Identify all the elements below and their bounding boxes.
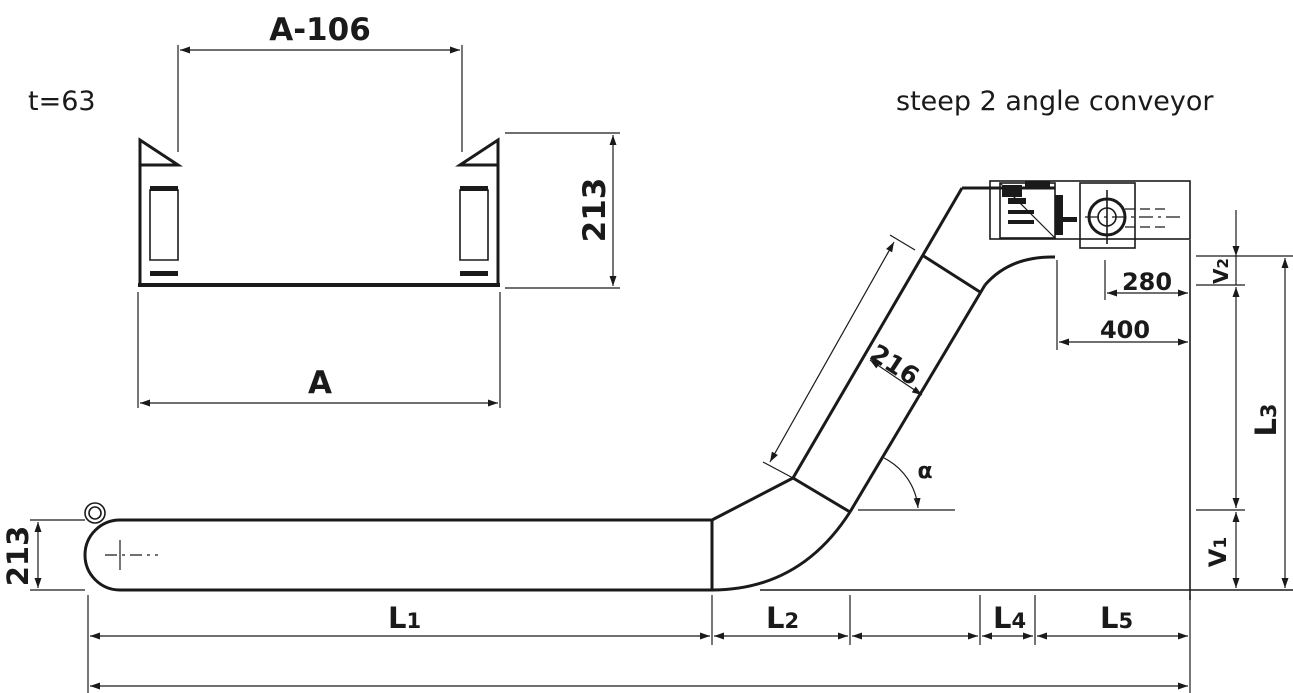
- section-left-slot: [149, 189, 179, 261]
- label-l1-main: L: [388, 601, 406, 635]
- label-l4-main: L: [993, 601, 1011, 635]
- label-alpha: α: [917, 459, 932, 484]
- side-dimensions: [30, 210, 1293, 693]
- tail-roller-outer: [84, 502, 106, 524]
- conveyor-side-view: [83, 180, 1293, 600]
- bend-joint: [792, 476, 851, 514]
- label-400: 400: [1100, 316, 1150, 344]
- incline-upper-edge: [791, 187, 964, 479]
- gearbox-diagonal: [999, 182, 1056, 239]
- gearbox-block-5: [1008, 220, 1034, 224]
- incline-joint: [921, 253, 981, 294]
- gearbox-block-7: [1055, 217, 1077, 222]
- drive-motor-box: [1079, 182, 1136, 249]
- label-v2-main: V: [1209, 268, 1233, 284]
- gearbox-block-2: [1025, 181, 1050, 189]
- label-l1: L1: [388, 601, 421, 635]
- section-left-flange-top: [150, 186, 178, 191]
- angle-arc: [883, 457, 921, 509]
- label-l5-sub: 5: [1118, 609, 1133, 633]
- label-v2: V2: [1209, 258, 1233, 284]
- label-l2-main: L: [766, 601, 784, 635]
- label-l1-sub: 1: [406, 609, 421, 633]
- label-v2-sub: 2: [1214, 258, 1232, 268]
- dim-incline-ext-top: [889, 234, 916, 251]
- drive-housing: [989, 180, 1191, 240]
- label-280: 280: [1122, 268, 1172, 296]
- label-t: t=63: [28, 86, 96, 117]
- tail-roller-inner: [88, 506, 102, 520]
- bend-upper-edge: [711, 476, 794, 522]
- gearbox-block-3: [1008, 198, 1026, 204]
- label-v1: V1: [1204, 537, 1232, 567]
- section-base-plate: [138, 283, 500, 287]
- label-l3-main: L: [1249, 418, 1283, 436]
- section-right-flange-bottom: [460, 271, 488, 276]
- label-v1-main: V: [1204, 548, 1232, 567]
- label-a: A: [308, 365, 332, 401]
- label-l3: L3: [1249, 403, 1283, 436]
- section-right-flange-top: [460, 186, 488, 191]
- section-left-wall: [138, 137, 184, 285]
- section-left-flange-bottom: [150, 271, 178, 276]
- gearbox-block-4: [1008, 210, 1034, 214]
- label-v1-sub: 1: [1211, 537, 1231, 549]
- text-labels: t=63 steep 2 angle conveyor A-106 213 A …: [1, 12, 1283, 635]
- section-right-slot: [459, 189, 489, 261]
- incline-lower-edge: [848, 284, 987, 513]
- label-l3-sub: 3: [1257, 403, 1281, 418]
- label-l4-sub: 4: [1011, 609, 1026, 633]
- label-l2: L2: [766, 601, 799, 635]
- label-l5: L5: [1100, 601, 1133, 635]
- label-left-213: 213: [1, 526, 35, 587]
- label-title: steep 2 angle conveyor: [896, 86, 1214, 117]
- dim-incline-ext-bottom: [762, 461, 794, 479]
- gearbox-block-6: [1055, 195, 1063, 235]
- head-lower-curve: [983, 255, 1056, 286]
- label-section-213: 213: [577, 178, 613, 243]
- label-l5-main: L: [1100, 601, 1118, 635]
- conveyor-tail-curve: [83, 518, 121, 592]
- section-right-wall: [454, 137, 500, 285]
- bend-lower-curve: [711, 511, 852, 592]
- cross-section: [137, 45, 620, 408]
- dim-incline-length-line: [769, 241, 895, 463]
- gearbox-block-1: [1002, 185, 1022, 197]
- label-l4: L4: [993, 601, 1026, 635]
- label-216: 216: [865, 338, 925, 391]
- label-a106: A-106: [269, 12, 371, 48]
- label-l2-sub: 2: [784, 609, 799, 633]
